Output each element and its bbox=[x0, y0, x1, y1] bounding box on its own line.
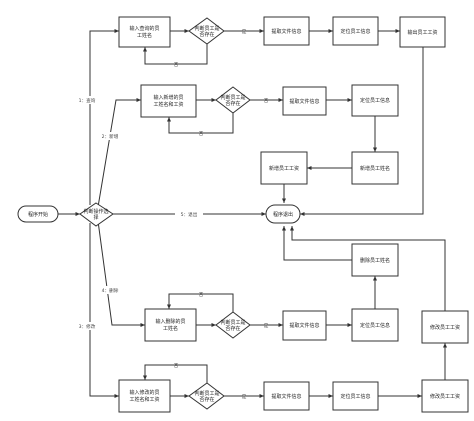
label-a-no: 否 bbox=[199, 131, 204, 137]
svg-text:定位员工信息: 定位员工信息 bbox=[360, 97, 390, 104]
delete-fetch-node: 提取文件信息 bbox=[282, 310, 327, 341]
query-judge-node: 判断员工是 否存在 bbox=[188, 17, 225, 45]
label-q-yes: 是 bbox=[242, 29, 247, 35]
edge-m-judge-back bbox=[143, 364, 208, 383]
delete-locate-node: 定位员工信息 bbox=[351, 308, 399, 342]
judge-operation-node: 判断操作选 择 bbox=[79, 202, 114, 227]
modify-fetch-node: 提取文件信息 bbox=[263, 381, 310, 411]
svg-text:新增员工工资: 新增员工工资 bbox=[269, 165, 299, 172]
modify-wage-upper-node: 修改员工工资 bbox=[421, 310, 469, 344]
label-m-no: 否 bbox=[174, 363, 179, 369]
label-query: 1：查询 bbox=[79, 97, 96, 104]
modify-locate-node: 定位员工信息 bbox=[332, 381, 379, 411]
edge-d-judge-back bbox=[167, 293, 234, 312]
modify-wage-node: 修改员工工资 bbox=[421, 379, 469, 413]
svg-text:工姓名: 工姓名 bbox=[137, 32, 152, 39]
label-m-yes: 是 bbox=[242, 394, 247, 400]
delete-name-node: 删除员工姓名 bbox=[351, 243, 399, 277]
edge-m-modwage-exit bbox=[290, 226, 446, 311]
edge-d-delete-exit bbox=[282, 226, 352, 261]
edge-judge-add bbox=[97, 98, 141, 208]
exit-node: 程序退出 bbox=[265, 204, 301, 224]
query-fetch-node: 提取文件信息 bbox=[263, 16, 310, 46]
svg-text:定位员工信息: 定位员工信息 bbox=[340, 393, 370, 400]
label-q-no: 否 bbox=[174, 62, 179, 68]
svg-text:判断员工是: 判断员工是 bbox=[194, 25, 219, 32]
modify-input-node: 输入修改的员 工姓名和工资 bbox=[118, 379, 171, 413]
label-add: 2：新增 bbox=[102, 133, 119, 140]
svg-text:定位员工信息: 定位员工信息 bbox=[340, 28, 370, 35]
svg-text:否存在: 否存在 bbox=[225, 325, 240, 332]
svg-text:否存在: 否存在 bbox=[225, 100, 240, 107]
svg-text:提取文件信息: 提取文件信息 bbox=[289, 322, 319, 329]
svg-text:程序退出: 程序退出 bbox=[273, 211, 293, 218]
svg-text:输入查询的员: 输入查询的员 bbox=[129, 25, 159, 32]
label-delete: 4：删除 bbox=[102, 287, 119, 294]
svg-text:工姓名: 工姓名 bbox=[163, 325, 178, 332]
delete-judge-node: 判断员工是 否存在 bbox=[215, 311, 251, 339]
svg-text:提取文件信息: 提取文件信息 bbox=[271, 393, 301, 400]
add-new-name-node: 新增员工姓名 bbox=[351, 151, 399, 185]
svg-text:程序开始: 程序开始 bbox=[28, 211, 48, 218]
svg-text:判断员工是: 判断员工是 bbox=[194, 390, 219, 397]
label-d-yes: 是 bbox=[264, 323, 269, 329]
add-locate-node: 定位员工信息 bbox=[351, 84, 399, 117]
edges bbox=[58, 29, 447, 398]
query-output-node: 输出员工工资 bbox=[399, 16, 446, 48]
svg-text:输入新增的员: 输入新增的员 bbox=[153, 94, 183, 101]
query-input-node: 输入查询的员 工姓名 bbox=[118, 16, 171, 48]
svg-text:工姓名和工资: 工姓名和工资 bbox=[153, 101, 183, 108]
svg-text:删除员工姓名: 删除员工姓名 bbox=[360, 257, 390, 264]
svg-text:输出员工工资: 输出员工工资 bbox=[407, 29, 437, 36]
svg-text:否存在: 否存在 bbox=[199, 396, 214, 403]
add-fetch-node: 提取文件信息 bbox=[282, 86, 327, 116]
modify-judge-node: 判断员工是 否存在 bbox=[188, 382, 225, 410]
svg-text:修改员工工资: 修改员工工资 bbox=[430, 324, 460, 331]
edge-judge-modify bbox=[89, 223, 119, 398]
svg-text:工姓名和工资: 工姓名和工资 bbox=[129, 396, 159, 403]
edge-a-judge-back bbox=[167, 113, 234, 134]
delete-input-node: 输入删除的员 工姓名 bbox=[144, 308, 197, 342]
svg-text:提取文件信息: 提取文件信息 bbox=[271, 28, 301, 35]
label-modify: 3：修改 bbox=[79, 323, 96, 330]
edge-q-output-exit bbox=[300, 47, 424, 216]
svg-text:否存在: 否存在 bbox=[199, 31, 214, 38]
edge-judge-delete bbox=[97, 220, 145, 327]
query-locate-node: 定位员工信息 bbox=[332, 16, 379, 46]
svg-text:择: 择 bbox=[93, 214, 98, 221]
add-input-node: 输入新增的员 工姓名和工资 bbox=[140, 84, 197, 118]
edge-labels: 1：查询 2：新增 5：退出 4：删除 3：修改 是 否 否 否 是 否 是 否 bbox=[74, 29, 269, 400]
svg-text:新增员工姓名: 新增员工姓名 bbox=[360, 165, 390, 172]
edge-q-judge-back bbox=[143, 44, 208, 65]
start-node: 程序开始 bbox=[17, 205, 59, 223]
add-judge-node: 判断员工是 否存在 bbox=[215, 86, 251, 114]
label-a-yes: 否 bbox=[264, 98, 269, 104]
svg-text:提取文件信息: 提取文件信息 bbox=[289, 98, 319, 105]
svg-text:输入修改的员: 输入修改的员 bbox=[129, 389, 159, 396]
svg-text:定位员工信息: 定位员工信息 bbox=[360, 322, 390, 329]
edge-judge-query bbox=[89, 29, 119, 205]
svg-text:判断员工是: 判断员工是 bbox=[220, 319, 245, 326]
add-new-wage-node: 新增员工工资 bbox=[260, 151, 308, 185]
svg-text:判断操作选: 判断操作选 bbox=[83, 208, 108, 215]
svg-text:输入删除的员: 输入删除的员 bbox=[155, 318, 185, 325]
svg-text:判断员工是: 判断员工是 bbox=[220, 94, 245, 101]
svg-text:修改员工工资: 修改员工工资 bbox=[430, 393, 460, 400]
label-exit: 5：退出 bbox=[181, 211, 198, 218]
label-d-no: 否 bbox=[199, 292, 204, 298]
